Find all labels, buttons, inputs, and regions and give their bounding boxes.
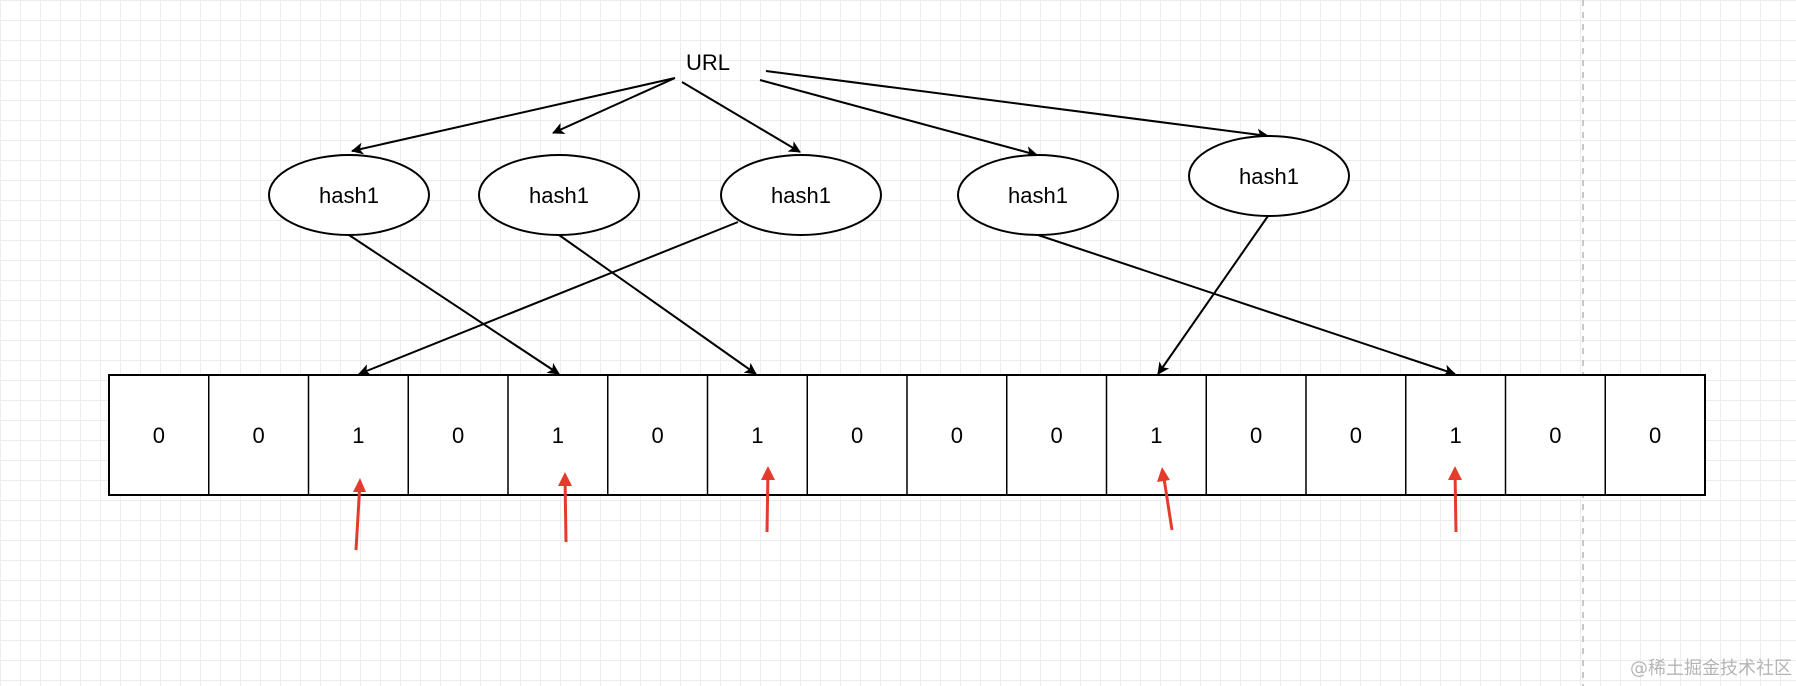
bit-array: 0 0 1 0 1 0 1 0 0 0 1 0 0 1 0 0 xyxy=(108,374,1706,496)
set-bit-marker-4 xyxy=(1161,471,1174,531)
hash-node-label: hash1 xyxy=(529,183,589,208)
bit-cell-value: 1 xyxy=(751,423,763,448)
set-bit-marker-2 xyxy=(563,475,568,543)
bit-cell-value: 0 xyxy=(452,423,464,448)
bit-cell-value: 0 xyxy=(1549,423,1561,448)
bit-cell-value: 1 xyxy=(552,423,564,448)
hash-to-bit-arrow-4 xyxy=(1037,234,1456,377)
bit-cell-value: 0 xyxy=(153,423,165,448)
url-label: URL xyxy=(686,50,730,75)
hash-node-1: hash1 xyxy=(268,154,430,236)
hash-node-5: hash1 xyxy=(1188,135,1350,217)
url-to-hash-arrow-4 xyxy=(759,79,1038,158)
set-bit-marker-1 xyxy=(354,481,362,551)
hash-to-bit-arrow-1 xyxy=(348,234,560,375)
hash-node-label: hash1 xyxy=(1008,183,1068,208)
url-to-hash-arrows xyxy=(351,70,1269,158)
set-bit-marker-5 xyxy=(1453,469,1458,533)
url-to-hash-arrow-3 xyxy=(681,81,801,153)
bit-cell-value: 0 xyxy=(652,423,664,448)
bit-cell-value: 0 xyxy=(1051,423,1063,448)
hash-to-bit-arrow-3 xyxy=(358,221,739,376)
hash-node-label: hash1 xyxy=(319,183,379,208)
set-bit-marker-3 xyxy=(765,469,770,533)
hash-to-bit-arrow-5 xyxy=(1157,215,1269,375)
bit-cell-value: 1 xyxy=(1450,423,1462,448)
watermark: @稀土掘金技术社区 xyxy=(1630,658,1792,679)
url-to-hash-arrow-2 xyxy=(552,77,676,134)
bit-cell-value: 0 xyxy=(851,423,863,448)
url-to-hash-arrow-5 xyxy=(765,70,1269,141)
bit-cell-value: 1 xyxy=(1150,423,1162,448)
bit-cell-value: 0 xyxy=(1250,423,1262,448)
hash-node-label: hash1 xyxy=(771,183,831,208)
bit-cell-value: 0 xyxy=(951,423,963,448)
hash-node-2: hash1 xyxy=(478,154,640,236)
hash-node-3: hash1 xyxy=(720,154,882,236)
set-bit-markers xyxy=(353,466,1462,551)
hash-to-bit-arrows xyxy=(348,215,1456,377)
bit-cell-value: 0 xyxy=(253,423,265,448)
hash-to-bit-arrow-2 xyxy=(558,234,757,375)
bit-cell-value: 0 xyxy=(1350,423,1362,448)
hash-node-label: hash1 xyxy=(1239,164,1299,189)
bit-cell-value: 1 xyxy=(352,423,364,448)
hash-node-4: hash1 xyxy=(957,154,1119,236)
bit-cell-value: 0 xyxy=(1649,423,1661,448)
url-to-hash-arrow-1 xyxy=(351,77,676,155)
